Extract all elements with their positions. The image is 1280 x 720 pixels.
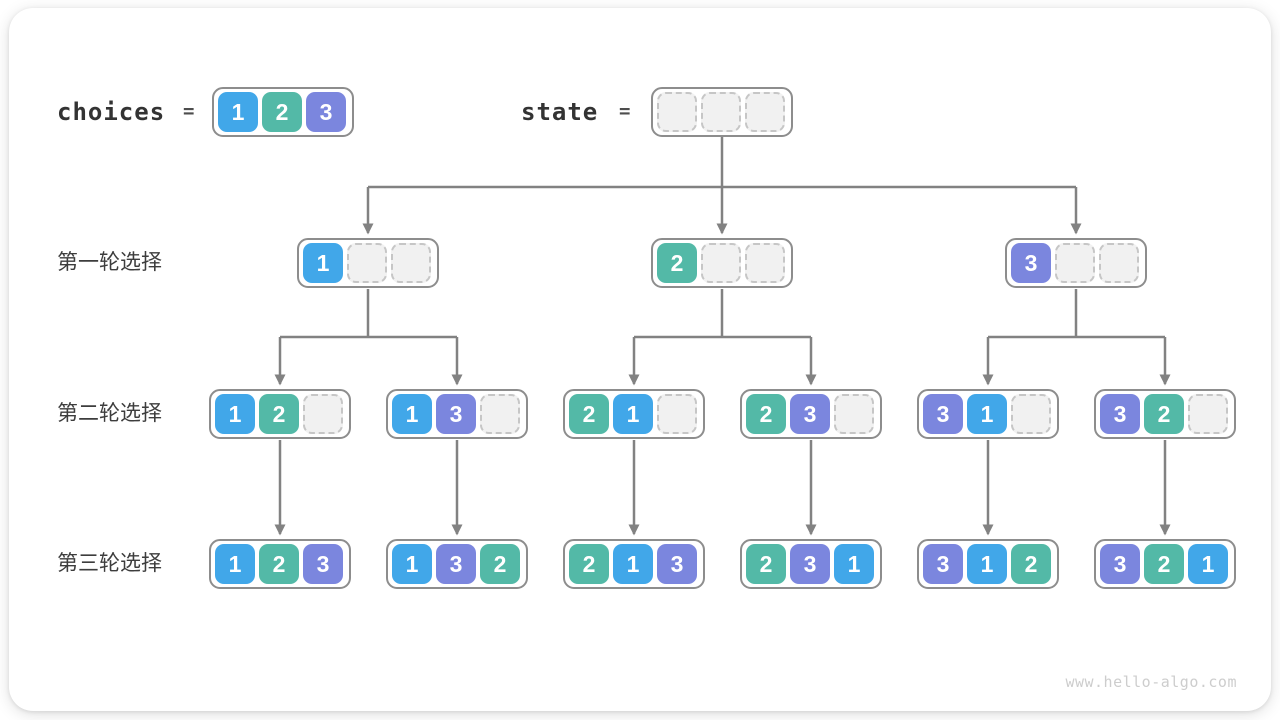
choice-cell-1: 1 (834, 544, 874, 584)
empty-cell (834, 394, 874, 434)
state-array-root (651, 87, 793, 137)
choice-cell-1: 1 (967, 544, 1007, 584)
choice-cell-2: 2 (1144, 544, 1184, 584)
choice-cell-1: 1 (1188, 544, 1228, 584)
choice-cell-3: 3 (1100, 544, 1140, 584)
choice-cell-3: 3 (303, 544, 343, 584)
round-2-label: 第二轮选择 (57, 402, 162, 425)
choice-cell-1: 1 (392, 394, 432, 434)
choice-cell-2: 2 (569, 394, 609, 434)
empty-cell (657, 92, 697, 132)
choice-cell-2: 2 (1144, 394, 1184, 434)
empty-cell (480, 394, 520, 434)
empty-cell (701, 243, 741, 283)
choice-cell-1: 1 (218, 92, 258, 132)
choice-cell-3: 3 (436, 544, 476, 584)
watermark: www.hello-algo.com (1065, 673, 1237, 691)
round-3-label: 第三轮选择 (57, 552, 162, 575)
round-1-label: 第一轮选择 (57, 251, 162, 274)
empty-cell (347, 243, 387, 283)
choice-cell-1: 1 (613, 394, 653, 434)
choice-cell-2: 2 (262, 92, 302, 132)
choice-cell-2: 2 (657, 243, 697, 283)
empty-cell (657, 394, 697, 434)
choice-cell-3: 3 (923, 544, 963, 584)
empty-cell (391, 243, 431, 283)
empty-cell (1055, 243, 1095, 283)
choice-cell-1: 1 (303, 243, 343, 283)
empty-cell (745, 92, 785, 132)
choice-cell-2: 2 (480, 544, 520, 584)
empty-cell (745, 243, 785, 283)
choice-cell-3: 3 (923, 394, 963, 434)
choice-cell-2: 2 (259, 394, 299, 434)
choice-cell-1: 1 (215, 544, 255, 584)
choices-label: choices (57, 98, 166, 126)
equals-sign: = (619, 100, 631, 122)
choice-cell-1: 1 (967, 394, 1007, 434)
choice-cell-1: 1 (215, 394, 255, 434)
empty-cell (303, 394, 343, 434)
empty-cell (1099, 243, 1139, 283)
choice-cell-2: 2 (259, 544, 299, 584)
empty-cell (1011, 394, 1051, 434)
state-node-r1-2: 2 (651, 238, 793, 288)
state-label: state (521, 98, 599, 126)
choice-cell-1: 1 (613, 544, 653, 584)
choice-cell-2: 2 (746, 394, 786, 434)
choice-cell-2: 2 (569, 544, 609, 584)
empty-cell (1188, 394, 1228, 434)
choice-cell-3: 3 (306, 92, 346, 132)
equals-sign: = (183, 100, 195, 122)
choice-cell-1: 1 (392, 544, 432, 584)
choice-cell-2: 2 (746, 544, 786, 584)
choice-cell-3: 3 (790, 544, 830, 584)
empty-cell (701, 92, 741, 132)
choice-cell-2: 2 (1011, 544, 1051, 584)
choice-cell-3: 3 (657, 544, 697, 584)
state-node-r1-1: 1 (297, 238, 439, 288)
choice-cell-3: 3 (1100, 394, 1140, 434)
choice-cell-3: 3 (790, 394, 830, 434)
choice-cell-3: 3 (1011, 243, 1051, 283)
card-background (9, 8, 1271, 711)
state-node-r1-3: 3 (1005, 238, 1147, 288)
choice-cell-3: 3 (436, 394, 476, 434)
